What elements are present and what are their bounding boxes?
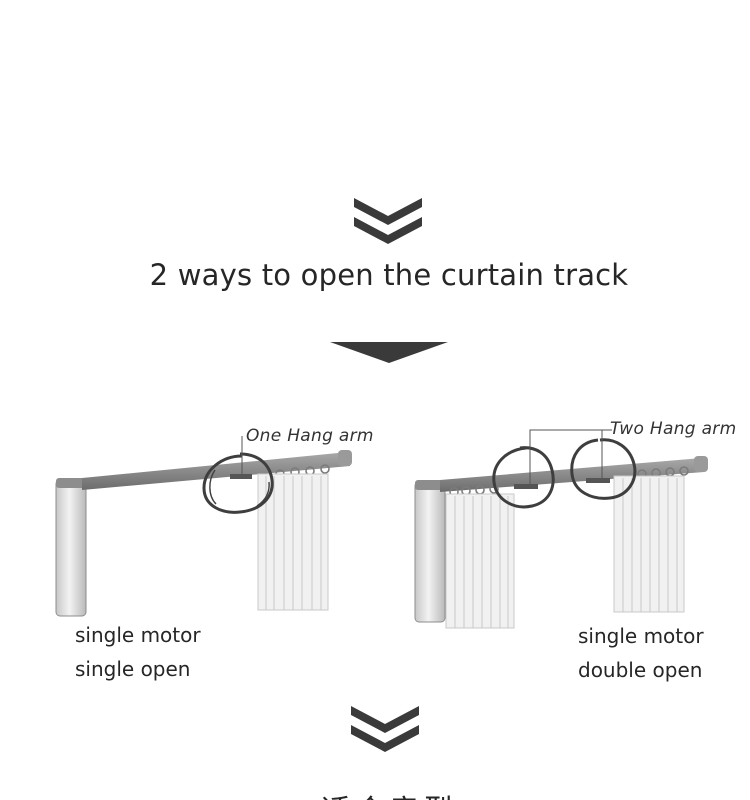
single-open-track-illustration	[55, 436, 352, 617]
double-open-track-illustration	[414, 429, 708, 629]
caption-line: single motor	[578, 624, 704, 648]
double-chevron-down-icon	[351, 706, 419, 752]
caption-line: single motor	[75, 623, 201, 647]
section-heading: 适合房型	[0, 786, 750, 800]
callout-label: One Hang arm	[246, 426, 374, 446]
double-chevron-down-icon	[354, 198, 422, 244]
page-heading: 2 ways to open the curtain track	[149, 258, 629, 292]
caption-right: single motor double open	[578, 619, 704, 687]
caption-line: single open	[75, 657, 191, 681]
caption-line: double open	[578, 658, 703, 682]
callout-label: Two Hang arm	[610, 419, 737, 439]
caption-left: single motor single open	[75, 618, 201, 686]
triangle-down-icon	[330, 342, 448, 363]
